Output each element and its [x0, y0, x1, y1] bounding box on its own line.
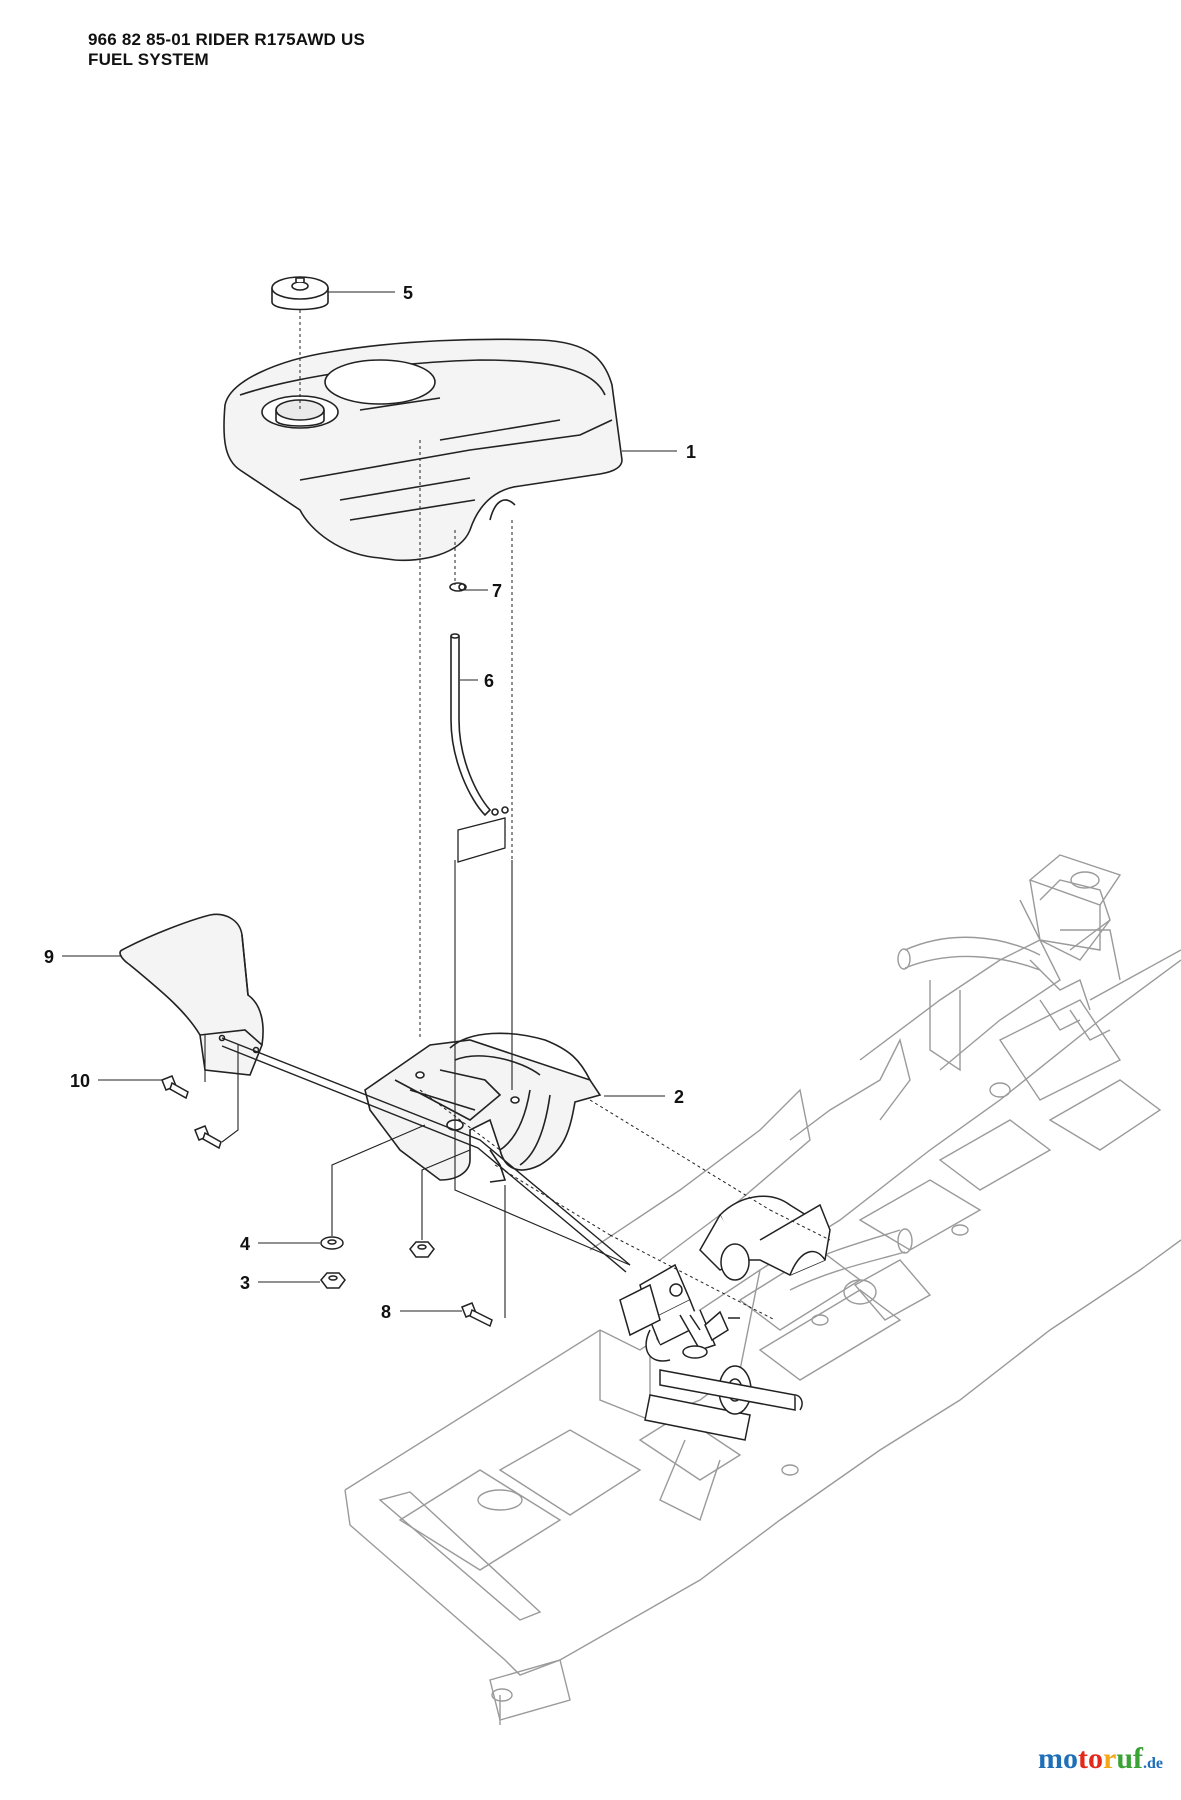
hose-clip-bracket: [457, 817, 506, 863]
chassis-frame: [344, 854, 1181, 1725]
connector-lines: [204, 860, 631, 1318]
logo-part-1: mo: [1037, 1742, 1078, 1775]
fuel-cap: [271, 276, 329, 311]
callout-7: 7: [492, 581, 502, 601]
nut-middle: [409, 1241, 435, 1258]
heat-shield: [119, 913, 264, 1076]
callout-5: 5: [403, 283, 413, 303]
section-title: FUEL SYSTEM: [88, 50, 209, 69]
callout-4: 4: [240, 1234, 250, 1254]
bolt-8: [461, 1302, 493, 1328]
callout-leaders: [62, 291, 677, 1312]
logo-part-3: r: [1102, 1742, 1117, 1775]
model-line: 966 82 85-01 RIDER R175AWD US: [88, 30, 365, 49]
fuel-tank: [223, 338, 623, 562]
logo-part-5: .de: [1143, 1755, 1163, 1772]
callout-3: 3: [240, 1273, 250, 1293]
washer-4: [320, 1236, 344, 1250]
callout-9: 9: [44, 947, 54, 967]
callout-8: 8: [381, 1302, 391, 1322]
logo-part-4: uf: [1116, 1742, 1143, 1775]
screw-10: [161, 1075, 189, 1100]
fuel-hose: [449, 582, 509, 817]
callout-10: 10: [70, 1071, 90, 1091]
callout-6: 6: [484, 671, 494, 691]
diagram-header: 966 82 85-01 RIDER R175AWD US FUEL SYSTE…: [88, 30, 365, 70]
logo-part-2: to: [1077, 1742, 1103, 1775]
motoruf-logo: motoruf.de: [1038, 1742, 1163, 1776]
tie-rod: [221, 1037, 631, 1273]
tank-bracket: [364, 1032, 602, 1183]
callout-2: 2: [674, 1087, 684, 1107]
callout-1: 1: [686, 442, 696, 462]
screw-lower: [194, 1125, 222, 1150]
mount-assembly: [619, 1195, 831, 1441]
nut-3: [320, 1272, 346, 1289]
